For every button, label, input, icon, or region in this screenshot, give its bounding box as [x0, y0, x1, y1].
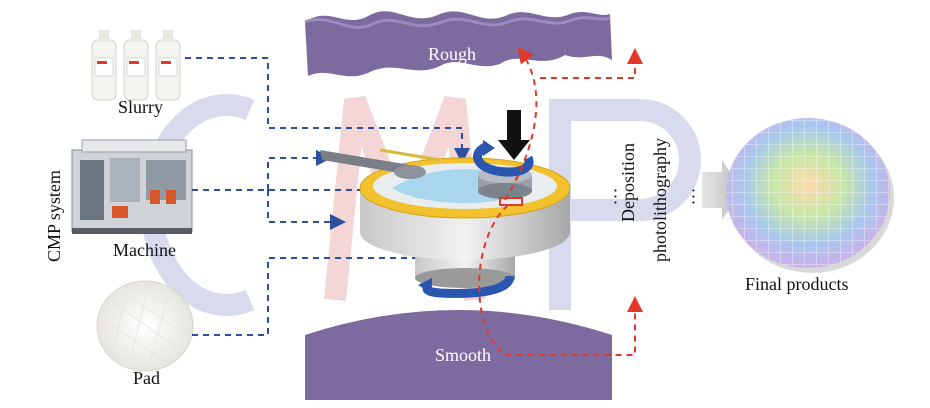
- rough-surface: [305, 11, 612, 77]
- deposition-label: Deposition: [618, 143, 638, 222]
- ellipsis-left: …: [600, 187, 621, 206]
- red-flow-lines: [478, 46, 643, 356]
- slurry-label: Slurry: [118, 97, 163, 117]
- rough-label: Rough: [428, 44, 477, 64]
- cmp-machine-icon: [71, 139, 193, 234]
- final-products-label: Final products: [745, 274, 849, 294]
- cmp-platen-icon: [320, 148, 571, 288]
- polishing-pad-icon: [96, 280, 194, 372]
- slurry-bottles-icon: [91, 30, 181, 101]
- wafer-icon: [726, 118, 894, 273]
- smooth-surface: [305, 310, 612, 400]
- pad-label: Pad: [133, 368, 160, 388]
- cmp-system-label: CMP system: [44, 170, 64, 262]
- ellipsis-right: …: [678, 187, 699, 206]
- down-arrow-icon: [498, 110, 530, 160]
- smooth-label: Smooth: [435, 345, 492, 365]
- photolithography-label: photolithography: [650, 138, 670, 262]
- machine-label: Machine: [113, 240, 176, 260]
